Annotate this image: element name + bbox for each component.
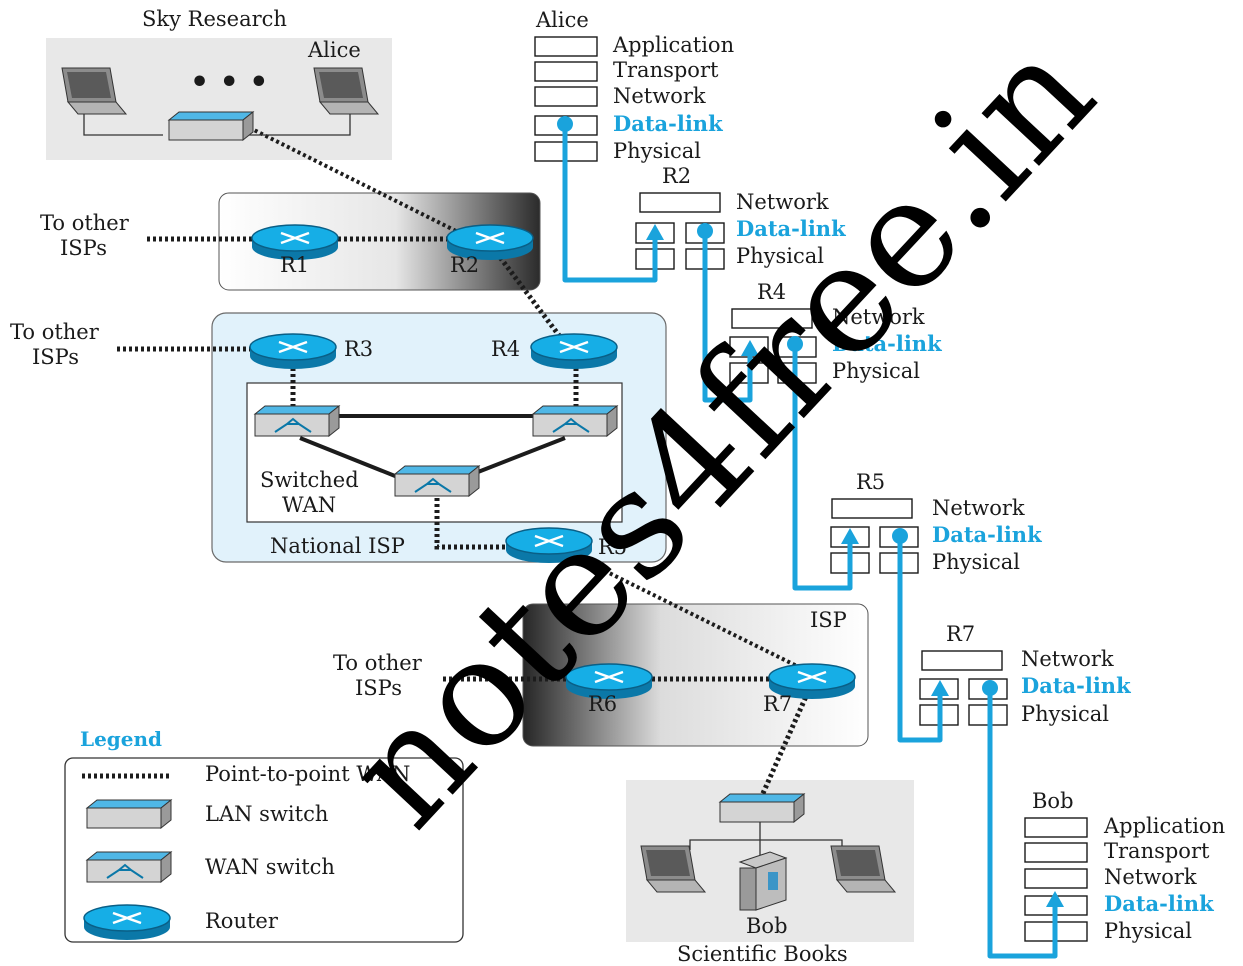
router-icon-r3 xyxy=(248,332,338,371)
layer-label: Data-link xyxy=(736,216,846,241)
link-sw3-r5 xyxy=(434,498,508,550)
to-other-isps-label: To other xyxy=(40,211,130,235)
router-label-r3: R3 xyxy=(344,337,373,361)
legend-item: LAN switch xyxy=(205,802,328,826)
layer-label: Network xyxy=(1021,647,1114,671)
server-icon xyxy=(738,851,788,911)
ellipsis-dots: • • • xyxy=(190,65,268,100)
to-other-isps-label: ISPs xyxy=(60,236,107,260)
router-icon xyxy=(82,903,172,942)
isp-label: ISP xyxy=(810,608,847,632)
layer-label: Physical xyxy=(613,139,701,163)
to-other-isps-label: ISPs xyxy=(355,676,402,700)
layer-label: Transport xyxy=(613,58,719,82)
switched-wan-label: Switched xyxy=(260,468,359,492)
router-label-r4: R4 xyxy=(491,337,520,361)
lan-switch-icon xyxy=(168,111,254,141)
wan-switch-icon xyxy=(86,851,172,883)
stack-title: R5 xyxy=(856,470,885,494)
legend-item: WAN switch xyxy=(205,855,335,879)
layer-label: Physical xyxy=(1104,919,1192,943)
scientific-books-label: Scientific Books xyxy=(677,942,848,966)
layer-label: Physical xyxy=(1021,702,1109,726)
data-link-path xyxy=(562,124,1058,959)
layer-label: Network xyxy=(613,84,706,108)
to-other-isps-label: ISPs xyxy=(32,345,79,369)
link-r2-r4 xyxy=(491,246,569,348)
router-label-r5: R5 xyxy=(598,535,627,559)
layer-label: Data-link xyxy=(1021,673,1131,698)
layer-label: Data-link xyxy=(613,111,723,136)
layer-label: Data-link xyxy=(1104,891,1214,916)
network-links xyxy=(117,123,816,802)
bob-host-label: Bob xyxy=(746,914,788,938)
stack-title: Alice xyxy=(535,8,589,32)
stack-alice: Alice Application Transport Network Data… xyxy=(534,8,734,163)
legend-item: Point-to-point WAN xyxy=(205,762,410,786)
national-isp-label: National ISP xyxy=(270,534,405,558)
data-link-arrowheads xyxy=(646,224,1064,907)
layer-label: Network xyxy=(736,190,829,214)
wan-switch-icon xyxy=(254,405,340,437)
layer-label: Network xyxy=(1104,865,1197,889)
layer-label: Physical xyxy=(736,244,824,268)
stack-title: R2 xyxy=(662,164,691,188)
router-label-r1: R1 xyxy=(280,253,309,277)
switched-wan-label: WAN xyxy=(282,493,336,517)
stack-title: Bob xyxy=(1032,789,1074,813)
layer-label: Transport xyxy=(1104,839,1210,863)
local-isp-box xyxy=(522,603,869,747)
layer-label: Data-link xyxy=(932,522,1042,547)
data-link-dots xyxy=(557,116,998,696)
alice-host-label: Alice xyxy=(307,38,361,62)
to-other-isps-label: To other xyxy=(333,651,423,675)
link-lan-r2 xyxy=(243,123,471,240)
link-r7-lan xyxy=(757,690,811,802)
wan-switch-icon xyxy=(394,465,480,497)
stack-bob: Bob Application Transport Network Data-l… xyxy=(1024,789,1225,943)
layer-label: Data-link xyxy=(832,331,942,356)
layer-label: Application xyxy=(612,33,734,57)
layer-label: Network xyxy=(832,305,925,329)
to-other-isps-label: To other xyxy=(10,320,100,344)
layer-label: Network xyxy=(932,496,1025,520)
link-sw2-sw3 xyxy=(477,436,566,474)
link-r5-r7 xyxy=(582,558,816,677)
layer-label: Physical xyxy=(932,550,1020,574)
lan-switch-icon xyxy=(719,793,805,823)
legend-title: Legend xyxy=(80,727,162,751)
stack-title: R7 xyxy=(946,622,975,646)
lan-cabling xyxy=(83,108,843,862)
router-label-r7: R7 xyxy=(763,692,792,716)
stack-r5: R5 Network Data-link Physical xyxy=(830,470,1042,574)
legend-item: Router xyxy=(205,909,279,933)
link-sw1-sw3 xyxy=(299,436,401,480)
router-label-r6: R6 xyxy=(588,692,617,716)
stack-r7: R7 Network Data-link Physical xyxy=(919,622,1131,726)
stack-title: R4 xyxy=(757,280,786,304)
sky-research-label: Sky Research xyxy=(142,7,287,31)
layer-label: Physical xyxy=(832,359,920,383)
lan-switch-icon xyxy=(86,799,172,829)
router-label-r2: R2 xyxy=(450,253,479,277)
stack-r4: R4 Network Data-link Physical xyxy=(729,280,942,384)
layer-label: Application xyxy=(1103,814,1225,838)
router-icon-r4 xyxy=(529,332,619,371)
